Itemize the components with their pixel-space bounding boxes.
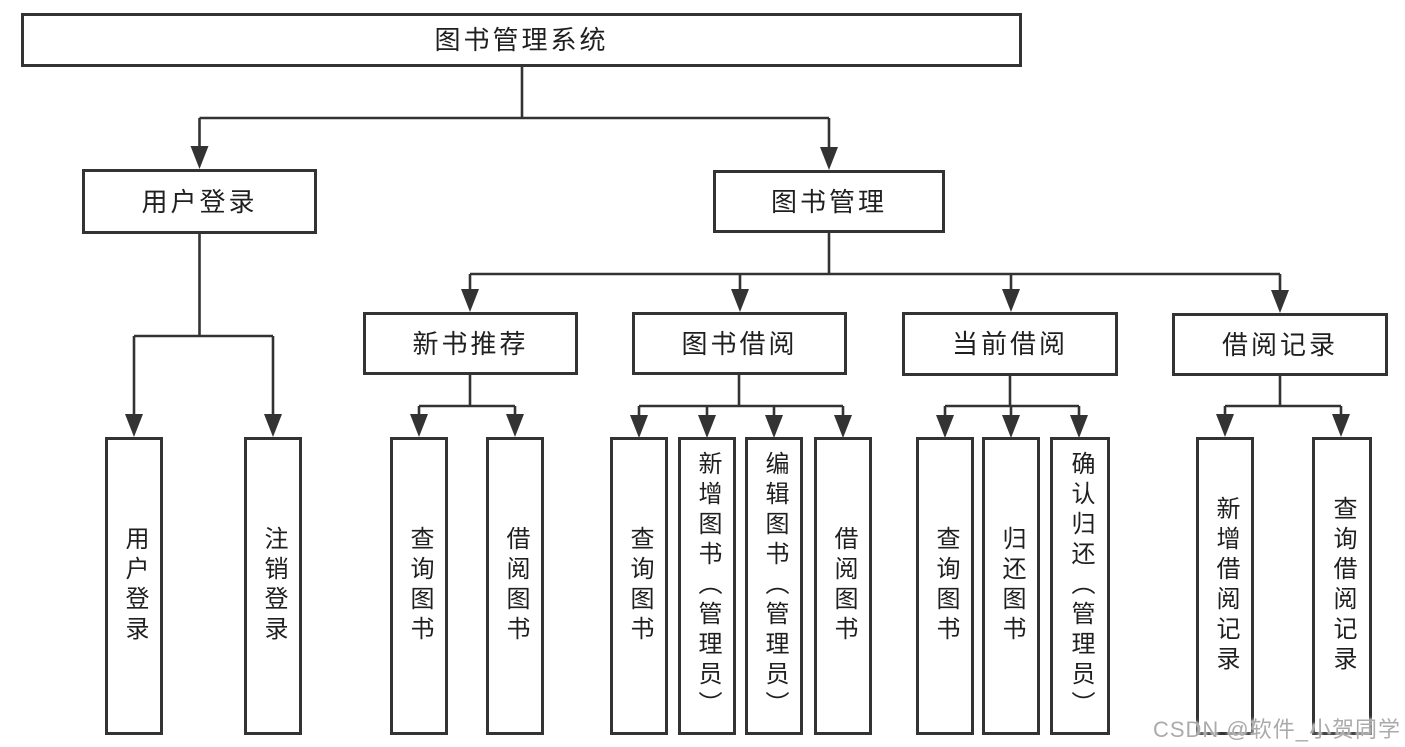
node-book-management: 图书管理	[713, 170, 945, 233]
node-book-borrowing: 图书借阅	[632, 312, 847, 375]
node-library-management-system: 图书管理系统	[21, 13, 1022, 67]
node-label: 图书借阅	[681, 328, 798, 359]
node-label: 当前借阅	[951, 329, 1068, 359]
csdn-watermark: CSDN @软件_小贺同学	[1152, 717, 1401, 742]
leaf-edit-books-admin: 编辑图书（管理员）	[745, 437, 803, 735]
node-user-login: 用户登录	[82, 169, 317, 234]
leaf-label: 查询借阅记录	[1329, 496, 1356, 676]
leaf-label: 归还图书	[998, 526, 1025, 646]
leaf-label: 编辑图书（管理员）	[761, 451, 788, 721]
leaf-label: 借阅图书	[502, 526, 529, 646]
leaf-label: 注销登录	[260, 526, 287, 646]
leaf-add-books-admin: 新增图书（管理员）	[678, 437, 736, 735]
node-current-borrowing: 当前借阅	[902, 312, 1118, 376]
leaf-confirm-return-admin: 确认归还（管理员）	[1050, 437, 1110, 735]
leaf-query-books-current: 查询图书	[916, 437, 974, 735]
leaf-label: 新增图书（管理员）	[694, 451, 721, 721]
leaf-user-login: 用户登录	[105, 437, 163, 735]
node-label: 借阅记录	[1221, 329, 1338, 360]
leaf-label: 确认归还（管理员）	[1067, 451, 1094, 721]
leaf-query-borrow-record: 查询借阅记录	[1312, 437, 1372, 735]
leaf-return-books: 归还图书	[982, 437, 1040, 735]
leaf-label: 查询图书	[932, 526, 959, 646]
node-label: 图书管理	[770, 186, 887, 217]
leaf-label: 借阅图书	[830, 526, 857, 646]
leaf-logout: 注销登录	[244, 437, 302, 735]
leaf-label: 新增借阅记录	[1212, 496, 1239, 676]
leaf-query-books-recommend: 查询图书	[390, 437, 448, 735]
node-borrowing-records: 借阅记录	[1172, 313, 1388, 376]
node-new-book-recommendation: 新书推荐	[363, 312, 578, 375]
leaf-query-books-borrowing: 查询图书	[610, 437, 668, 735]
leaf-add-borrow-record: 新增借阅记录	[1196, 437, 1254, 735]
node-label: 用户登录	[141, 186, 258, 217]
leaf-borrow-books: 借阅图书	[814, 437, 872, 735]
leaf-label: 查询图书	[626, 526, 653, 646]
leaf-borrow-books-recommend: 借阅图书	[486, 437, 544, 735]
node-label: 新书推荐	[412, 328, 529, 359]
node-label: 图书管理系统	[434, 25, 609, 55]
leaf-label: 用户登录	[121, 526, 148, 646]
leaf-label: 查询图书	[406, 526, 433, 646]
